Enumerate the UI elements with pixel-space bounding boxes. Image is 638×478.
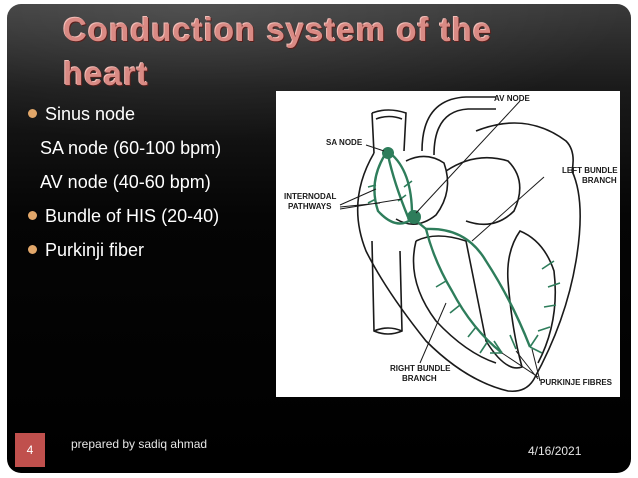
left-atrium [475, 122, 574, 172]
label-right-bundle-2: BRANCH [402, 374, 437, 383]
bullet-list: Sinus node SA node (60-100 bpm) AV node … [28, 99, 278, 269]
bullet-item-purkinji-fiber: Purkinji fiber [28, 235, 278, 269]
label-left-bundle-1: LEFT BUNDLE [562, 166, 618, 175]
vena-cava-top [371, 109, 407, 154]
label-internodal-1: INTERNODAL [284, 192, 337, 201]
footer-author: prepared by sadiq ahmad [71, 437, 208, 451]
left-bundle-branch [425, 227, 532, 348]
aorta-outer [421, 96, 496, 152]
bullet-item-sa-node: SA node (60-100 bpm) [28, 133, 278, 167]
label-left-bundle-2: BRANCH [582, 176, 617, 185]
bullet-text: AV node (40-60 bpm) [40, 172, 211, 192]
aorta-inner [433, 108, 496, 156]
heart-outline [356, 96, 581, 393]
bullet-text: Bundle of HIS (20-40) [45, 206, 220, 226]
vena-cava-bottom-rim [373, 327, 403, 332]
label-purkinje: PURKINJE FIBRES [540, 378, 613, 387]
sa-node-icon [382, 147, 394, 159]
leader-sa-node [365, 144, 385, 152]
bullet-dot-icon [28, 210, 37, 220]
leader-right-bundle [419, 302, 447, 364]
slide-number-badge: 4 [15, 433, 45, 467]
leader-av-node [415, 100, 521, 214]
av-node-icon [407, 210, 421, 224]
label-right-bundle-1: RIGHT BUNDLE [390, 364, 451, 373]
vena-cava-rim [375, 115, 403, 120]
bullet-text: Purkinji fiber [45, 240, 145, 260]
heart-conduction-diagram: AV NODE SA NODE LEFT BUNDLE BRANCH INTER… [276, 91, 620, 397]
bullet-text: Sinus node [45, 104, 136, 124]
bullet-dot-icon [28, 244, 37, 254]
right-atrium-inner [395, 155, 449, 225]
purkinje-branches [490, 260, 561, 354]
internodal-pathway-3 [389, 152, 414, 216]
bullet-dot-icon [28, 108, 37, 118]
bullet-text: SA node (60-100 bpm) [40, 138, 222, 158]
atrial-fibers [367, 180, 413, 204]
bullet-item-bundle-of-his: Bundle of HIS (20-40) [28, 201, 278, 235]
purkinje-branches-right [435, 280, 489, 354]
label-sa-node: SA NODE [326, 138, 363, 147]
leader-purkinje [501, 348, 541, 382]
conduction-pathways [367, 152, 561, 354]
bullet-item-sinus-node: Sinus node [28, 99, 278, 133]
internodal-pathway-2 [386, 154, 410, 218]
heart-wall [356, 152, 581, 393]
internodal-pathway-1 [373, 152, 413, 225]
right-bundle-branch [413, 218, 503, 354]
right-ventricle-inner [412, 240, 497, 364]
leader-internodal [339, 188, 403, 210]
footer-date: 4/16/2021 [528, 444, 582, 458]
leader-left-bundle [471, 176, 545, 242]
heart-diagram-svg: AV NODE SA NODE LEFT BUNDLE BRANCH INTER… [284, 94, 618, 393]
label-internodal-2: PATHWAYS [288, 202, 332, 211]
ventricles-inner [415, 230, 557, 369]
label-av-node: AV NODE [494, 94, 531, 103]
slide-title: Conduction system of the heart [63, 11, 493, 92]
bullet-item-av-node: AV node (40-60 bpm) [28, 167, 278, 201]
leader-lines [339, 100, 545, 382]
left-atrium-inner [445, 156, 521, 226]
